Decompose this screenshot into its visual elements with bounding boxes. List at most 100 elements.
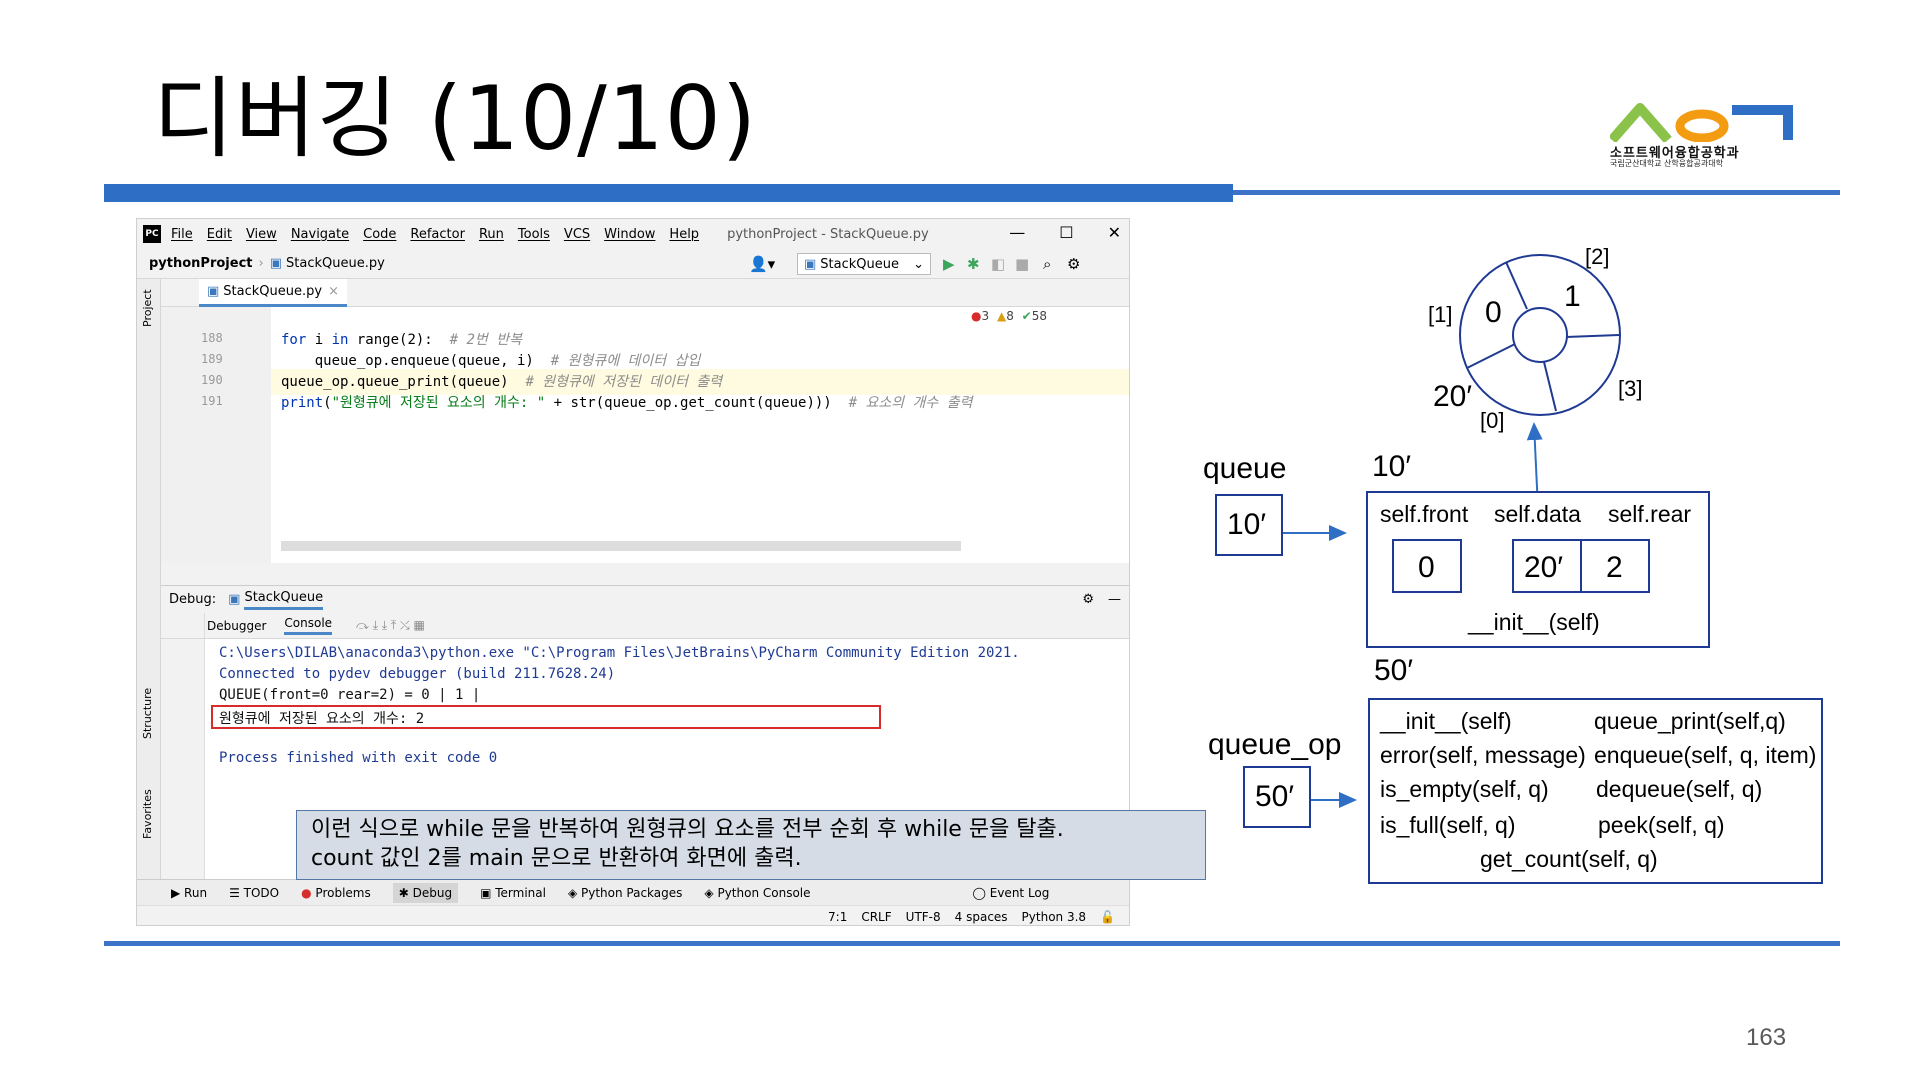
queue-variable-label: queue bbox=[1203, 452, 1287, 485]
tool-tab-terminal[interactable]: ▣ Terminal bbox=[480, 885, 546, 900]
settings-gear-icon[interactable]: ⚙ bbox=[1067, 255, 1081, 273]
method-label: error(self, message) bbox=[1380, 742, 1586, 768]
left-tool-strip: Project Structure Favorites bbox=[137, 279, 161, 899]
console-line: Process finished with exit code 0 bbox=[219, 750, 498, 766]
menu-help[interactable]: Help bbox=[669, 226, 700, 242]
header-thin-bar bbox=[1233, 190, 1840, 195]
callout-line: 이런 식으로 while 문을 반복하여 원형큐의 요소를 전부 순회 후 wh… bbox=[311, 817, 1064, 842]
logo-brand-text: 소프트웨어융합공학과 bbox=[1610, 146, 1740, 161]
settings-gear-icon[interactable]: ⚙ bbox=[1082, 592, 1094, 607]
method-label: get_count(self, q) bbox=[1480, 846, 1658, 872]
tool-tab-event-log[interactable]: ◯ Event Log bbox=[972, 885, 1050, 900]
queue-reference-box: 10′ bbox=[1215, 494, 1283, 556]
ring-cell-value: 0 bbox=[1485, 296, 1502, 329]
python-file-icon: ▣ bbox=[804, 256, 817, 272]
object-init-label: __init__(self) bbox=[1468, 609, 1600, 635]
line-number: 188 bbox=[201, 331, 223, 345]
warning-icon: ▲ bbox=[996, 309, 1007, 323]
user-icon[interactable]: 👤▾ bbox=[749, 255, 776, 273]
field-value: 0 bbox=[1418, 551, 1435, 584]
window-title: pythonProject - StackQueue.py bbox=[727, 226, 929, 242]
coverage-icon[interactable]: ◧ bbox=[991, 255, 1006, 273]
tool-tab-debug[interactable]: ✱ Debug bbox=[392, 882, 459, 903]
breadcrumb-file[interactable]: StackQueue.py bbox=[286, 256, 385, 271]
footer-bar bbox=[104, 941, 1840, 946]
method-label: is_full(self, q) bbox=[1380, 812, 1516, 838]
python-file-icon: ▣ bbox=[269, 256, 282, 271]
minimize-icon[interactable]: — bbox=[1009, 223, 1026, 242]
tool-tab-python-console[interactable]: ◈ Python Console bbox=[704, 885, 811, 900]
field-value: 20′ bbox=[1524, 551, 1563, 584]
line-number: 189 bbox=[201, 352, 223, 366]
tool-tab-problems[interactable]: ● Problems bbox=[301, 885, 371, 900]
code-line[interactable]: for i in range(2): # 2번 반복 bbox=[281, 332, 522, 348]
tool-tab-python-packages[interactable]: ◈ Python Packages bbox=[567, 885, 683, 900]
code-line[interactable]: print("원형큐에 저장된 요소의 개수: " + str(queue_op… bbox=[281, 395, 973, 411]
debug-config-tab[interactable]: StackQueue bbox=[244, 590, 324, 610]
run-config-select[interactable]: ▣ StackQueue ⌄ bbox=[797, 253, 931, 275]
menu-file[interactable]: File bbox=[171, 226, 193, 242]
ring-address: 20′ bbox=[1433, 380, 1472, 413]
search-icon[interactable]: ⌕ bbox=[1043, 255, 1052, 273]
menu-vcs[interactable]: VCS bbox=[563, 226, 591, 242]
tab-console[interactable]: Console bbox=[284, 616, 333, 635]
method-label: peek(self, q) bbox=[1598, 812, 1725, 838]
menu-code[interactable]: Code bbox=[363, 226, 397, 242]
field-value-box: 0 bbox=[1392, 539, 1462, 593]
queue-op-variable-label: queue_op bbox=[1208, 728, 1342, 761]
explanation-callout: 이런 식으로 while 문을 반복하여 원형큐의 요소를 전부 순회 후 wh… bbox=[296, 810, 1206, 880]
page-number: 163 bbox=[1746, 1024, 1787, 1051]
menu-edit[interactable]: Edit bbox=[206, 226, 232, 242]
breadcrumb-project[interactable]: pythonProject bbox=[149, 256, 253, 271]
tab-debugger[interactable]: Debugger bbox=[207, 618, 267, 633]
editor-tab-bar: ▣ StackQueue.py × bbox=[161, 279, 1129, 307]
close-icon[interactable]: ✕ bbox=[1107, 223, 1121, 242]
menu-view[interactable]: View bbox=[245, 226, 277, 242]
editor-tab-stackqueue[interactable]: ▣ StackQueue.py × bbox=[199, 279, 347, 307]
method-label: dequeue(self, q) bbox=[1596, 776, 1763, 802]
menu-tools[interactable]: Tools bbox=[517, 226, 550, 242]
ring-index-label: [1] bbox=[1428, 302, 1453, 327]
line-separator[interactable]: CRLF bbox=[861, 909, 892, 924]
debug-tool-header: Debug: ▣ StackQueue ⚙ — bbox=[161, 585, 1129, 613]
menu-refactor[interactable]: Refactor bbox=[410, 226, 465, 242]
department-logo: 소프트웨어융합공학과 국립군산대학교 산학융합공과대학 bbox=[1608, 100, 1800, 170]
caret-position[interactable]: 7:1 bbox=[828, 909, 848, 924]
python-interpreter[interactable]: Python 3.8 bbox=[1021, 909, 1087, 924]
ring-inner-circle bbox=[1512, 307, 1568, 363]
step-over-icon[interactable]: ⤼ ⤓ ⤓ ⤒ ⤯ ▦ bbox=[356, 618, 425, 632]
stop-icon[interactable]: ■ bbox=[1015, 255, 1030, 273]
file-encoding[interactable]: UTF-8 bbox=[905, 909, 941, 924]
run-icon[interactable]: ▶ bbox=[943, 255, 955, 273]
queue-reference-value: 10′ bbox=[1227, 508, 1266, 541]
error-count: 3 bbox=[981, 309, 990, 323]
indent-setting[interactable]: 4 spaces bbox=[954, 909, 1008, 924]
tool-tab-todo[interactable]: ☰ TODO bbox=[229, 885, 280, 900]
maximize-icon[interactable]: ☐ bbox=[1059, 223, 1074, 242]
debug-subtabs: Debugger Console ⤼ ⤓ ⤓ ⤒ ⤯ ▦ bbox=[161, 613, 1129, 639]
navigation-bar: pythonProject › ▣ StackQueue.py 👤▾ ▣ Sta… bbox=[137, 249, 1129, 279]
menu-window[interactable]: Window bbox=[604, 226, 656, 242]
tool-tab-run[interactable]: ▶ Run bbox=[171, 885, 208, 900]
menu-bar: PC File Edit View Navigate Code Refactor… bbox=[137, 219, 1129, 249]
lock-icon[interactable]: 🔓 bbox=[1100, 909, 1115, 924]
menu-navigate[interactable]: Navigate bbox=[290, 226, 350, 242]
menu-run[interactable]: Run bbox=[478, 226, 504, 242]
code-line[interactable]: queue_op.queue_print(queue) # 원형큐에 저장된 데… bbox=[281, 374, 723, 390]
weak-warning-count: 58 bbox=[1031, 309, 1047, 323]
code-editor[interactable] bbox=[271, 307, 1129, 563]
method-label: queue_print(self,q) bbox=[1594, 708, 1786, 734]
horizontal-scrollbar[interactable] bbox=[281, 541, 961, 551]
check-icon: ✔ bbox=[1021, 309, 1032, 323]
current-line-highlight bbox=[271, 369, 1129, 395]
tab-close-icon[interactable]: × bbox=[328, 284, 339, 299]
inspection-widget[interactable]: ●3 ▲8 ✔58 bbox=[971, 309, 1047, 323]
console-line: QUEUE(front=0 rear=2) = 0 | 1 | bbox=[219, 687, 481, 703]
debug-bug-icon[interactable]: ✱ bbox=[967, 255, 980, 273]
code-line[interactable]: queue_op.enqueue(queue, i) # 원형큐에 데이터 삽입 bbox=[281, 353, 701, 369]
ring-cell-value: 1 bbox=[1564, 280, 1581, 313]
hide-icon[interactable]: — bbox=[1108, 592, 1121, 607]
logo-mark-icon bbox=[1608, 103, 1793, 144]
console-line: C:\Users\DILAB\anaconda3\python.exe "C:\… bbox=[219, 645, 1020, 661]
